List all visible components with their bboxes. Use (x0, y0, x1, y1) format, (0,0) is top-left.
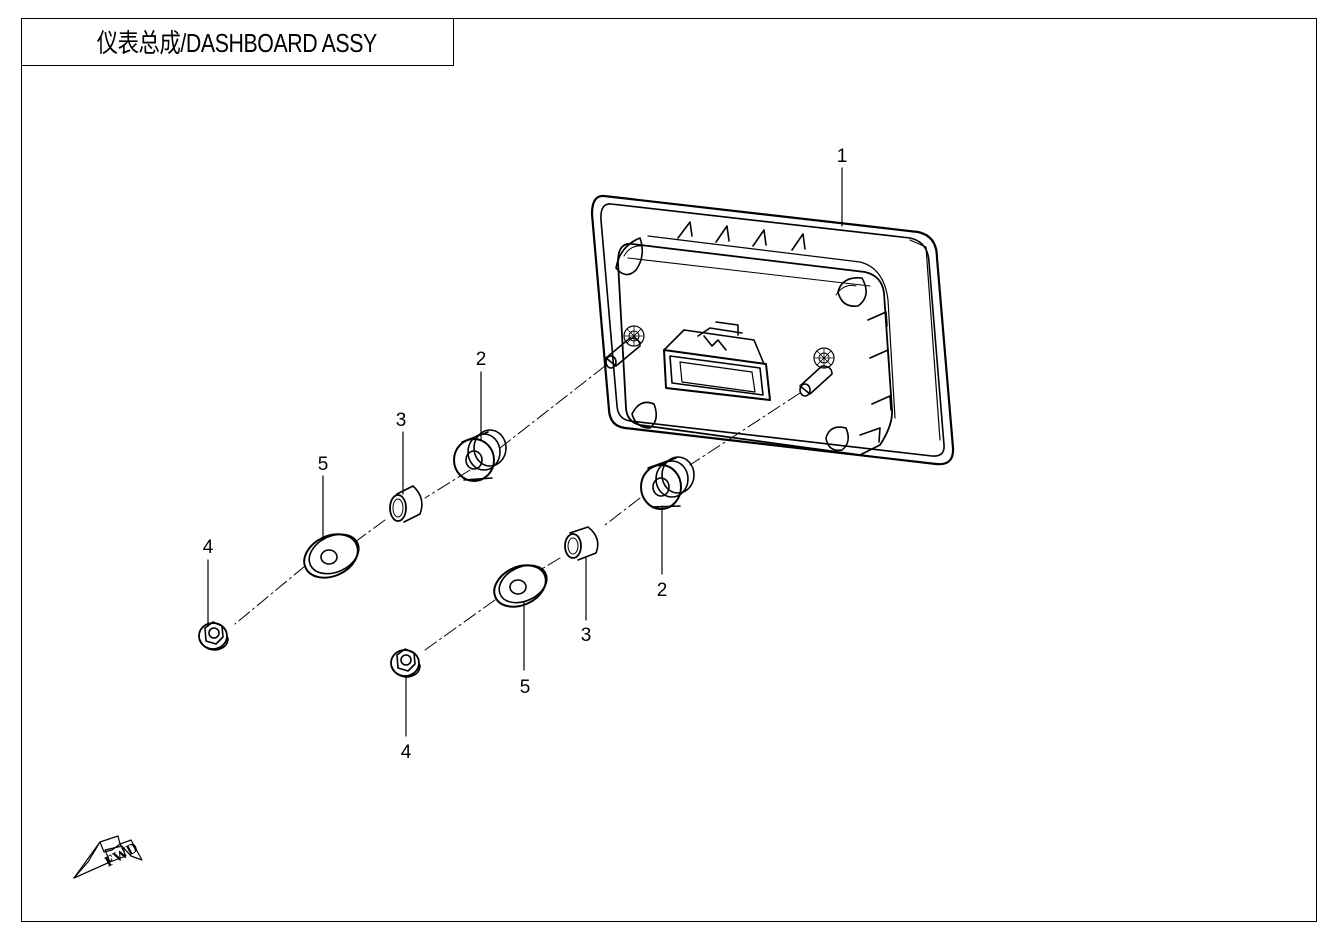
dashboard-housing (590, 194, 955, 466)
grommet-upper (453, 429, 507, 482)
fwd-arrow-icon (73, 835, 143, 879)
callout-5-lower: 5 (520, 677, 531, 698)
callout-2-upper: 2 (476, 349, 487, 370)
spacer-lower (564, 526, 599, 561)
grommet-lower (640, 456, 695, 510)
washer-lower (493, 564, 548, 608)
callout-4-upper: 4 (203, 537, 214, 558)
assembly-axis-lines (234, 365, 801, 651)
callout-5-upper: 5 (318, 454, 329, 475)
callout-1: 1 (837, 146, 848, 167)
leader-lines (207, 167, 843, 737)
title-block: 仪表总成/DASHBOARD ASSY (21, 18, 454, 66)
callout-4-lower: 4 (401, 742, 412, 763)
callout-3-upper: 3 (396, 410, 407, 431)
callout-2-lower: 2 (657, 580, 668, 601)
page-title: 仪表总成/DASHBOARD ASSY (96, 28, 378, 58)
fwd-label: FWD (102, 840, 141, 871)
flange-nut-lower (390, 648, 421, 678)
callout-3-lower: 3 (581, 625, 592, 646)
spacer-upper (389, 485, 423, 523)
drawing-frame (21, 18, 1317, 922)
washer-upper (303, 533, 360, 579)
flange-nut-upper (198, 621, 229, 651)
